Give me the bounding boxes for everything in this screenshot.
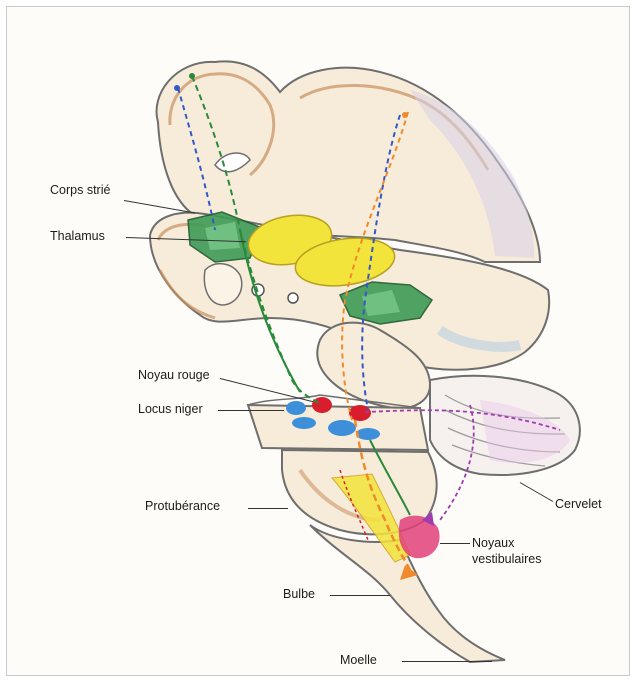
leader-locus-niger bbox=[218, 410, 284, 411]
label-protuberance: Protubérance bbox=[145, 499, 220, 514]
substantia-nigra-right-2 bbox=[356, 428, 380, 440]
origin-dot-orange bbox=[402, 112, 408, 118]
label-bulbe: Bulbe bbox=[283, 587, 315, 602]
label-locus-niger: Locus niger bbox=[138, 402, 203, 417]
label-noyau-rouge: Noyau rouge bbox=[138, 368, 210, 383]
substantia-nigra-right-1 bbox=[328, 420, 356, 436]
label-vestibulaires: vestibulaires bbox=[472, 552, 541, 567]
insula-gyrus bbox=[204, 264, 241, 305]
origin-dot-blue bbox=[174, 85, 180, 91]
third-ventricle-hole-2 bbox=[288, 293, 298, 303]
leader-noyaux-vestibulaires bbox=[440, 543, 470, 544]
substantia-nigra-left-1 bbox=[286, 401, 306, 415]
leader-bulbe bbox=[330, 595, 390, 596]
label-thalamus: Thalamus bbox=[50, 229, 105, 244]
label-corps-strie: Corps strié bbox=[50, 183, 110, 198]
leader-protuberance bbox=[248, 508, 288, 509]
label-noyaux: Noyaux bbox=[472, 536, 514, 551]
origin-dot-green bbox=[189, 73, 195, 79]
vestibular-nuclei bbox=[399, 516, 440, 559]
label-cervelet: Cervelet bbox=[555, 497, 602, 512]
label-moelle: Moelle bbox=[340, 653, 377, 668]
leader-moelle bbox=[402, 661, 492, 662]
substantia-nigra-left-2 bbox=[292, 417, 316, 429]
